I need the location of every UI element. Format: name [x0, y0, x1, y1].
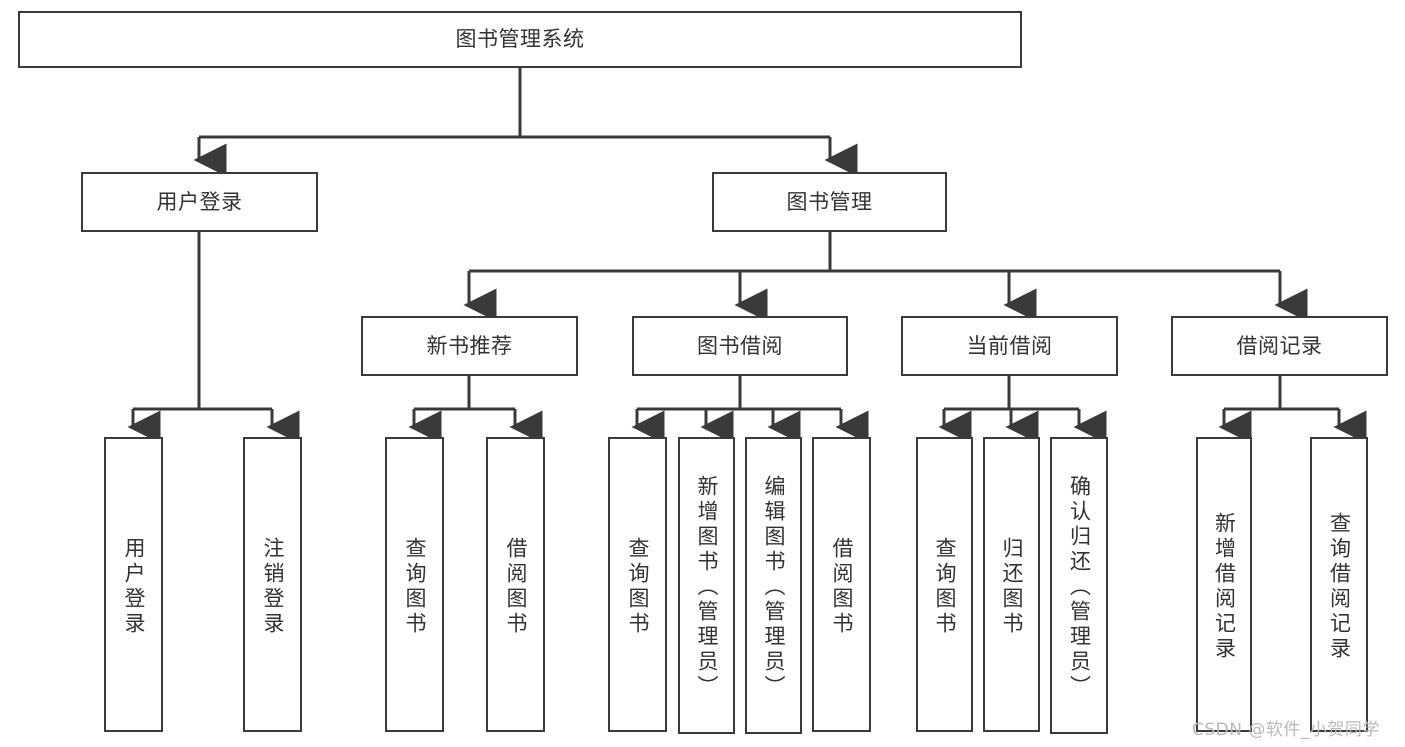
node-leaf-add-book[interactable]: 新增图书（管理员） [678, 437, 735, 734]
node-leaf-edit-book-label: 编辑图书（管理员） [762, 475, 786, 700]
node-leaf-return-book-label: 归还图书 [1000, 536, 1024, 637]
node-leaf-add-borrow-record[interactable]: 新增借阅记录 [1196, 437, 1252, 732]
node-leaf-user-logout[interactable]: 注销登录 [243, 437, 302, 732]
node-book-manage-label: 图书管理 [786, 189, 873, 214]
node-leaf-borrow-book-1-label: 借阅图书 [504, 536, 528, 637]
node-leaf-query-book-2-label: 查询图书 [626, 536, 650, 637]
node-borrow-record[interactable]: 借阅记录 [1171, 316, 1388, 376]
node-leaf-query-book-3-label: 查询图书 [933, 536, 957, 637]
node-user-login[interactable]: 用户登录 [81, 172, 318, 232]
node-leaf-confirm-return[interactable]: 确认归还（管理员） [1050, 437, 1108, 734]
node-book-manage[interactable]: 图书管理 [712, 172, 947, 232]
node-leaf-borrow-book-2-label: 借阅图书 [830, 536, 854, 637]
node-leaf-return-book[interactable]: 归还图书 [983, 437, 1040, 732]
node-leaf-edit-book[interactable]: 编辑图书（管理员） [745, 437, 802, 734]
node-book-borrow[interactable]: 图书借阅 [632, 316, 848, 376]
node-leaf-confirm-return-label: 确认归还（管理员） [1067, 475, 1092, 700]
node-leaf-add-borrow-record-label: 新增借阅记录 [1212, 511, 1237, 662]
node-leaf-borrow-book-2[interactable]: 借阅图书 [812, 437, 871, 732]
node-current-borrow[interactable]: 当前借阅 [901, 316, 1118, 376]
node-current-borrow-label: 当前借阅 [966, 333, 1053, 358]
node-leaf-query-book-3[interactable]: 查询图书 [916, 437, 973, 732]
node-new-book-recommend[interactable]: 新书推荐 [361, 316, 578, 376]
node-new-book-recommend-label: 新书推荐 [426, 333, 513, 358]
node-leaf-query-borrow-record[interactable]: 查询借阅记录 [1310, 437, 1368, 732]
node-leaf-user-logout-label: 注销登录 [261, 536, 285, 637]
node-borrow-record-label: 借阅记录 [1236, 333, 1323, 358]
csdn-watermark: CSDN @软件_小贺同学 [1192, 720, 1380, 740]
node-leaf-user-login[interactable]: 用户登录 [104, 437, 163, 732]
node-user-login-label: 用户登录 [156, 189, 243, 214]
node-leaf-query-book-1-label: 查询图书 [403, 536, 427, 637]
node-root[interactable]: 图书管理系统 [18, 11, 1022, 68]
node-leaf-query-borrow-record-label: 查询借阅记录 [1327, 511, 1352, 662]
node-leaf-query-book-1[interactable]: 查询图书 [385, 437, 444, 732]
node-leaf-user-login-label: 用户登录 [122, 536, 146, 637]
node-book-borrow-label: 图书借阅 [697, 333, 783, 358]
node-leaf-borrow-book-1[interactable]: 借阅图书 [486, 437, 545, 732]
node-root-label: 图书管理系统 [455, 27, 585, 52]
node-leaf-add-book-label: 新增图书（管理员） [695, 475, 719, 700]
node-leaf-query-book-2[interactable]: 查询图书 [608, 437, 667, 732]
